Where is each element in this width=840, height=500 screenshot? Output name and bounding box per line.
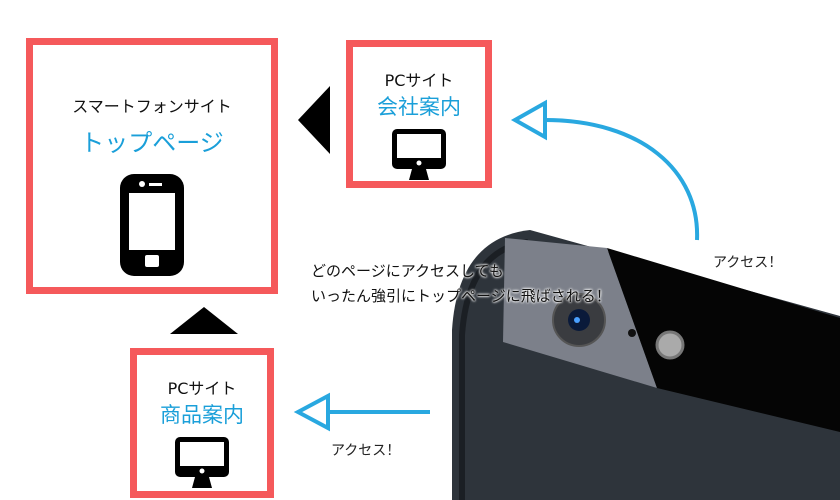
box-subtitle: スマートフォンサイト — [72, 97, 232, 116]
lens-glint — [574, 317, 580, 323]
box-subtitle: PCサイト — [167, 379, 237, 398]
triangle-left-icon — [298, 86, 330, 154]
smartphone-top-page-box: スマートフォンサイト トップページ — [26, 38, 278, 294]
smartphone-icon — [120, 174, 184, 276]
desktop-monitor-icon — [392, 129, 446, 180]
box-subtitle: PCサイト — [384, 71, 454, 90]
box-title: トップページ — [80, 129, 224, 157]
arrow-curve-line — [544, 118, 700, 241]
box-title: 商品案内 — [160, 403, 244, 427]
message-line-2: いったん強引にトップページに飛ばされる！ — [311, 287, 611, 305]
message-line-1: どのページにアクセスしても — [311, 262, 504, 280]
flash-icon — [655, 330, 685, 360]
access-label-bottom: アクセス！ — [331, 443, 401, 459]
arrow-head-icon — [293, 392, 330, 432]
microphone-hole — [628, 329, 636, 337]
redirect-message: どのページにアクセスしても いったん強引にトップページに飛ばされる！ — [311, 259, 611, 309]
access-label-top: アクセス！ — [713, 255, 783, 271]
company-info-box: PCサイト 会社案内 — [346, 40, 492, 188]
arrow-head-icon — [510, 99, 547, 141]
triangle-up-icon — [170, 307, 238, 334]
products-info-box: PCサイト 商品案内 — [130, 348, 274, 498]
desktop-monitor-icon — [175, 437, 229, 488]
glass-panel — [607, 248, 840, 432]
box-title: 会社案内 — [377, 95, 461, 119]
